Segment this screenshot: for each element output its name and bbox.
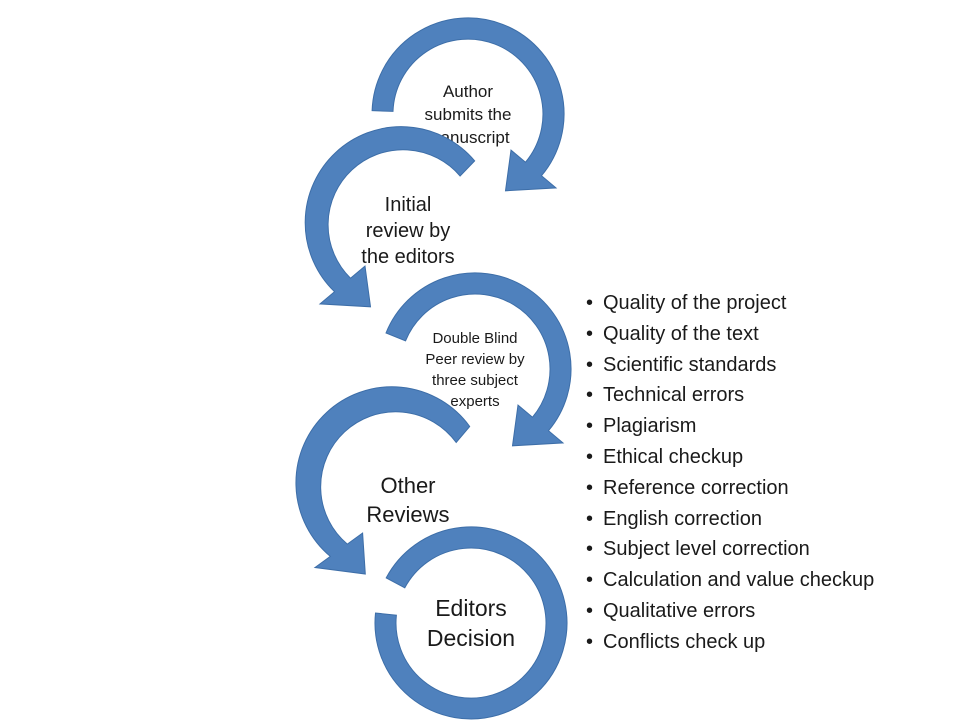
label-line: Decision	[427, 625, 515, 651]
criteria-item: Qualitative errors	[586, 598, 946, 624]
label-line: Double Blind	[432, 330, 517, 347]
process-step-2: Initial review by the editors	[304, 126, 476, 308]
criteria-item: Quality of the project	[586, 290, 946, 316]
label-line: Reviews	[366, 502, 449, 527]
label-line: review by	[366, 220, 450, 242]
circular-arrow-icon	[304, 126, 476, 308]
criteria-item: Ethical checkup	[586, 444, 946, 470]
criteria-item: Technical errors	[586, 382, 946, 408]
cycle-ring	[374, 526, 568, 720]
criteria-item: Reference correction	[586, 475, 946, 501]
criteria-item: Scientific standards	[586, 352, 946, 378]
label-line: Editors	[435, 595, 507, 621]
label-line: the editors	[361, 246, 454, 268]
circular-arrow-icon	[371, 17, 565, 192]
label-line: Initial	[385, 194, 432, 216]
review-criteria-list: Quality of the project Quality of the te…	[586, 290, 946, 660]
criteria-item: Plagiarism	[586, 413, 946, 439]
criteria-item: Calculation and value checkup	[586, 567, 946, 593]
label-line: experts	[450, 393, 499, 410]
circular-arrow-icon	[385, 272, 572, 447]
process-step-label: Initial review by the editors	[361, 194, 454, 268]
criteria-item: Subject level correction	[586, 536, 946, 562]
criteria-item: English correction	[586, 506, 946, 532]
label-line: three subject	[432, 372, 519, 389]
label-line: Other	[380, 473, 435, 498]
label-line: Peer review by	[425, 351, 525, 368]
label-line: Author	[443, 82, 493, 101]
circular-arrow-icon	[295, 386, 471, 575]
criteria-item: Conflicts check up	[586, 629, 946, 655]
criteria-item: Quality of the text	[586, 321, 946, 347]
label-line: submits the	[425, 105, 512, 124]
